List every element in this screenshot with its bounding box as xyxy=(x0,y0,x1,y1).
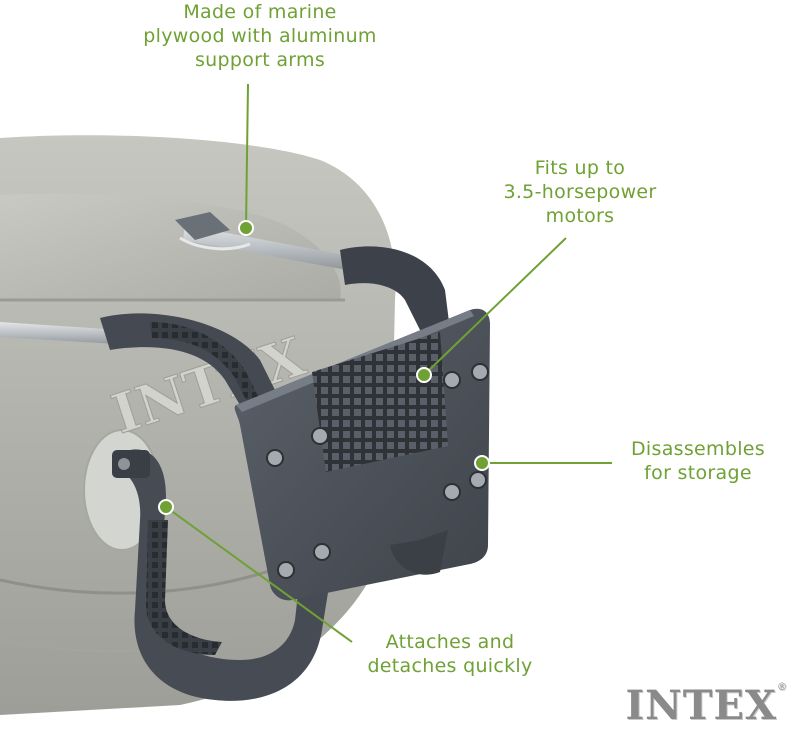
callout-material-line3: support arms xyxy=(194,49,326,71)
rear-brace xyxy=(340,246,450,330)
callout-material-line1: Made of marine xyxy=(183,1,337,23)
callout-leaders xyxy=(165,83,612,643)
leader-motors xyxy=(423,237,567,376)
aluminum-support-arms xyxy=(0,212,360,346)
callout-motors-line2: 3.5-horsepower xyxy=(503,181,657,203)
callout-attach-line1: Attaches and xyxy=(385,631,515,653)
callout-motors: Fits up to 3.5-horsepower motors xyxy=(480,156,680,228)
callout-material: Made of marine plywood with aluminum sup… xyxy=(110,0,410,72)
bolts xyxy=(266,363,489,579)
brand-logo: INTEX® xyxy=(625,682,788,729)
callout-material-line2: plywood with aluminum xyxy=(143,25,377,47)
leader-attach xyxy=(165,506,353,643)
brand-name: INTEX xyxy=(625,682,777,729)
j-clamp xyxy=(112,449,330,701)
callout-attach: Attaches and detaches quickly xyxy=(340,630,560,678)
callout-dots xyxy=(158,220,490,515)
callout-storage-line1: Disassembles xyxy=(631,438,765,460)
lattice-pad xyxy=(312,332,448,472)
callout-motors-line1: Fits up to xyxy=(534,157,626,179)
callout-storage-line2: for storage xyxy=(644,462,752,484)
trademark-symbol: ® xyxy=(777,682,788,693)
leader-material xyxy=(245,83,249,229)
callout-attach-line2: detaches quickly xyxy=(367,655,533,677)
callout-storage: Disassembles for storage xyxy=(608,437,788,485)
front-brace xyxy=(100,313,290,430)
callout-motors-line3: motors xyxy=(545,205,615,227)
